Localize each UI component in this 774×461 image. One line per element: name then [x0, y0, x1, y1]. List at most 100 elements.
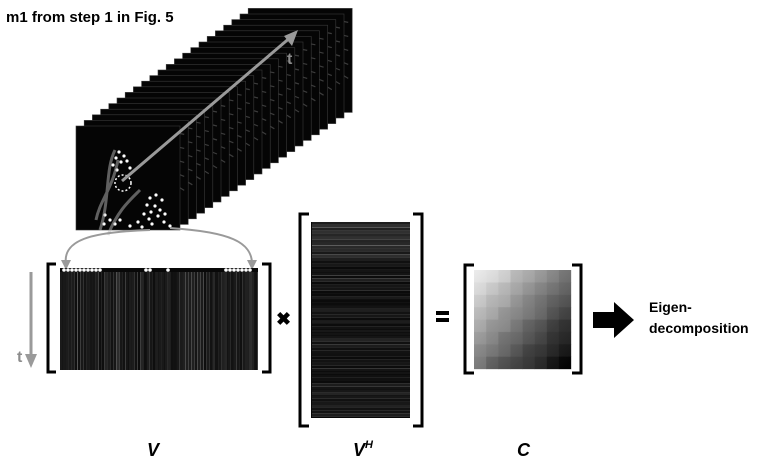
matrix-v-dot [144, 268, 148, 272]
landmark-dot [140, 225, 144, 229]
matrix-c-block [498, 307, 511, 320]
matrix-c-block [498, 344, 511, 357]
matrix-c-block [522, 307, 535, 320]
matrix-v-top-dots [62, 268, 252, 272]
matrix-c-left-bracket [463, 263, 474, 375]
landmark-dot [128, 224, 132, 228]
matrix-c-block [558, 294, 572, 308]
matrix-c-block [534, 270, 548, 283]
matrix-v-dot [82, 268, 86, 272]
matrix-c-block [510, 307, 523, 320]
matrix-v-dot [90, 268, 94, 272]
matrix-v-dot [70, 268, 74, 272]
matrix-c-block [510, 294, 523, 308]
matrix-c-block [546, 307, 560, 320]
matrix-c-block [486, 282, 499, 296]
matrix-v: t V [17, 262, 272, 460]
landmark-dot [163, 212, 167, 216]
matrix-c-block [474, 282, 487, 296]
matrix-c-block [534, 331, 548, 345]
matrix-vh: VH [298, 212, 424, 460]
landmark-dot [156, 214, 160, 218]
matrix-vh-left-bracket [298, 212, 309, 428]
matrix-v-dot [98, 268, 102, 272]
matrix-c-block [474, 356, 487, 370]
matrix-c-block [558, 307, 572, 320]
landmark-dot [125, 159, 129, 163]
result-line-1: Eigen- [649, 299, 692, 315]
stack-time-arrow: t [121, 30, 298, 183]
mapping-arrow-right [169, 227, 253, 265]
matrix-c-block [546, 344, 560, 357]
landmark-dot [119, 160, 123, 164]
matrix-c-block [486, 319, 499, 333]
result-line-2: decomposition [649, 320, 749, 336]
matrix-c: C [463, 263, 583, 460]
matrix-c-right-bracket [572, 263, 583, 375]
matrix-v-dot [240, 268, 244, 272]
matrix-c-block [558, 331, 572, 345]
landmark-dot [111, 163, 115, 167]
matrix-v-dot [224, 268, 228, 272]
landmark-dot [153, 204, 157, 208]
matrix-v-dot [232, 268, 236, 272]
matrix-c-block [522, 319, 535, 333]
matrix-c-label: C [517, 440, 531, 460]
matrix-c-block [558, 319, 572, 333]
matrix-c-block [498, 282, 511, 296]
stack-time-label: t [287, 51, 293, 68]
matrix-vh-label: VH [353, 439, 374, 460]
landmark-dot [108, 218, 112, 222]
matrix-c-block [546, 270, 560, 283]
matrix-c-block [498, 294, 511, 308]
matrix-c-block [486, 331, 499, 345]
landmark-dot [114, 156, 118, 160]
matrix-c-block [486, 307, 499, 320]
matrix-c-block [534, 319, 548, 333]
matrix-v-dot [236, 268, 240, 272]
stack-frame [75, 125, 181, 231]
matrix-c-block [534, 294, 548, 308]
matrix-c-block [498, 319, 511, 333]
matrix-c-block [510, 344, 523, 357]
matrix-c-block [546, 319, 560, 333]
matrix-v-time-label: t [17, 349, 23, 366]
matrix-c-block [474, 319, 487, 333]
region-circle [114, 174, 132, 192]
matrix-c-block [474, 331, 487, 345]
matrix-c-block [558, 344, 572, 357]
matrix-c-block [522, 294, 535, 308]
matrix-v-dot [74, 268, 78, 272]
matrix-v-dot [166, 268, 170, 272]
landmark-dot [147, 217, 151, 221]
matrix-v-dot [78, 268, 82, 272]
landmark-dot [158, 208, 162, 212]
matrix-c-block [546, 282, 560, 296]
matrix-c-block [474, 270, 487, 283]
matrix-c-block [522, 270, 535, 283]
matrix-c-block [534, 356, 548, 370]
matrix-c-block [510, 331, 523, 345]
front-frame-features [94, 149, 172, 236]
matrix-c-block [534, 344, 548, 357]
matrix-v-right-bracket [262, 262, 272, 374]
matrix-v-dot [66, 268, 70, 272]
matrix-v-dot [148, 268, 152, 272]
landmark-dot [145, 203, 149, 207]
matrix-c-block [522, 282, 535, 296]
matrix-c-block [522, 356, 535, 370]
matrix-c-block [546, 356, 560, 370]
mapping-arrows [61, 227, 257, 270]
matrix-v-dot [228, 268, 232, 272]
landmark-dot [136, 220, 140, 224]
matrix-v-label: V [147, 440, 161, 460]
matrix-c-block [486, 344, 499, 357]
matrix-v-dot [244, 268, 248, 272]
matrix-c-block [498, 356, 511, 370]
matrix-c-block [534, 282, 548, 296]
equals-operator [436, 311, 449, 322]
landmark-dot [154, 193, 158, 197]
landmark-dot [162, 220, 166, 224]
landmark-dot [160, 198, 164, 202]
